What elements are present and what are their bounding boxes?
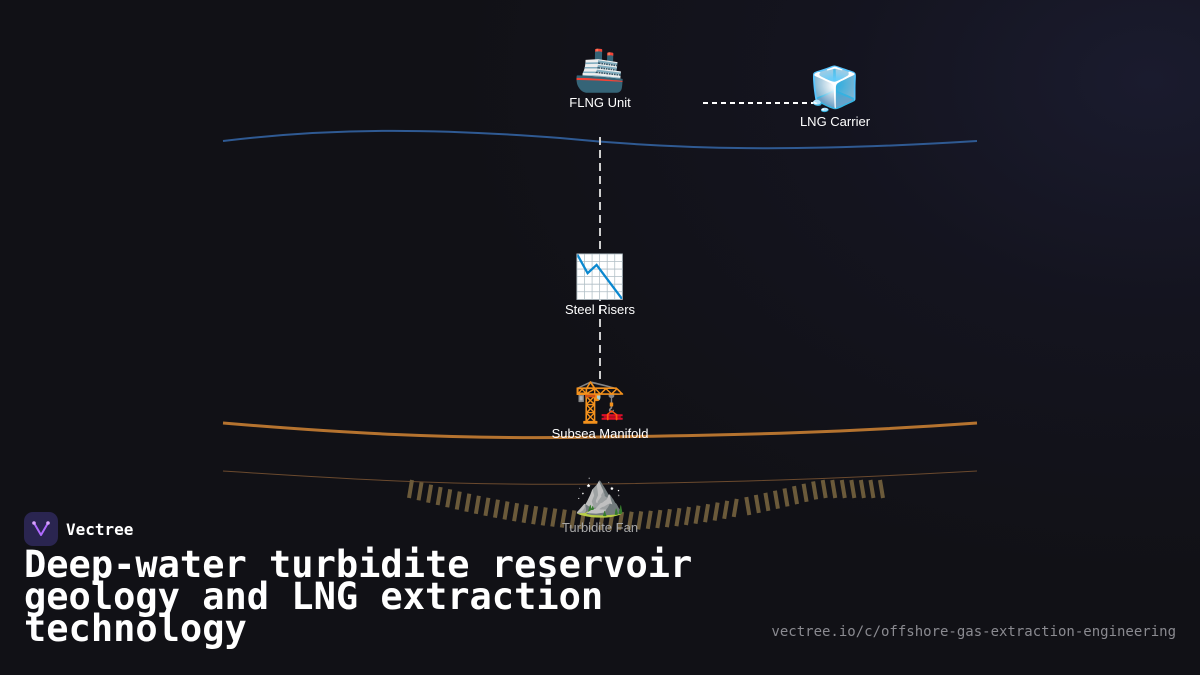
channel-stripe xyxy=(531,505,539,525)
channel-stripe xyxy=(820,479,828,499)
channel-stripe xyxy=(435,486,443,506)
channel-stripe xyxy=(693,505,701,524)
channel-stripe xyxy=(540,507,548,526)
source-url[interactable]: vectree.io/c/offshore-gas-extraction-eng… xyxy=(771,624,1176,640)
channel-stripe xyxy=(473,495,481,515)
channel-stripe xyxy=(674,507,682,527)
channel-stripe xyxy=(849,479,857,499)
channel-stripe xyxy=(502,501,510,520)
channel-stripe xyxy=(426,484,434,504)
vectree-logo-icon xyxy=(24,512,58,546)
seabed-line xyxy=(222,421,978,440)
channel-stripe xyxy=(607,511,615,531)
channel-stripe xyxy=(483,497,491,517)
channel-stripe xyxy=(626,511,634,531)
subsurface-horizon-line xyxy=(222,470,978,485)
node-label: LNG Carrier xyxy=(799,114,871,129)
channel-stripe xyxy=(664,508,672,528)
node-steel-risers[interactable]: 📉 Steel Risers xyxy=(530,252,670,318)
channel-stripe xyxy=(772,490,780,509)
channel-stripe xyxy=(868,479,876,499)
channel-stripe xyxy=(407,479,414,499)
channel-stripe xyxy=(445,488,453,508)
node-turbidite-fan[interactable]: ⛰️ Turbidite Fan xyxy=(530,470,670,536)
node-lng-carrier[interactable]: 🧊 LNG Carrier xyxy=(765,64,905,130)
channel-stripe xyxy=(684,506,691,526)
channel-stripe xyxy=(744,496,752,516)
channel-stripe xyxy=(598,511,605,531)
ice-cube-icon: 🧊 xyxy=(808,64,862,113)
chart-decreasing-icon: 📉 xyxy=(573,252,627,301)
channel-stripe xyxy=(588,511,596,530)
brand[interactable]: Vectree xyxy=(24,512,133,546)
channel-stripe xyxy=(878,479,885,499)
channel-stripe xyxy=(655,509,663,529)
channel-stripe xyxy=(617,511,625,531)
node-label: FLNG Unit xyxy=(569,95,631,110)
mountain-icon: ⛰️ xyxy=(573,470,627,519)
channel-stripe xyxy=(792,485,800,505)
channel-stripe xyxy=(512,502,520,522)
node-subsea-manifold[interactable]: 🏗️ Subsea Manifold xyxy=(530,376,670,442)
channel-stripe xyxy=(830,479,838,499)
brand-name: Vectree xyxy=(66,519,134,539)
node-label: Turbidite Fan xyxy=(561,520,639,535)
node-flng-unit[interactable]: 🚢 FLNG Unit xyxy=(530,45,670,111)
turbidite-channel-stripes xyxy=(407,479,885,531)
channel-stripe xyxy=(416,482,424,501)
channel-stripe xyxy=(550,508,558,527)
channel-stripe xyxy=(782,488,790,507)
node-label: Subsea Manifold xyxy=(551,426,649,441)
channel-stripe xyxy=(839,479,847,499)
channel-stripe xyxy=(492,499,500,519)
channel-stripe xyxy=(645,510,653,530)
channel-stripe xyxy=(753,494,761,514)
channel-stripe xyxy=(464,493,472,513)
crane-icon: 🏗️ xyxy=(573,376,627,425)
channel-stripe xyxy=(521,504,529,524)
channel-stripe xyxy=(731,498,739,518)
ship-icon: 🚢 xyxy=(573,45,627,94)
channel-stripe xyxy=(703,503,711,523)
channel-stripe xyxy=(801,483,809,503)
channel-stripe xyxy=(636,511,644,530)
channel-stripe xyxy=(722,500,730,520)
sea-surface-line xyxy=(222,129,978,150)
channel-stripe xyxy=(811,481,819,500)
channel-stripe xyxy=(559,509,567,528)
channel-stripe xyxy=(763,492,771,512)
channel-stripe xyxy=(712,502,720,521)
channel-stripe xyxy=(858,479,866,499)
channel-stripe xyxy=(578,510,586,530)
channel-stripe xyxy=(569,510,577,529)
node-label: Steel Risers xyxy=(564,302,636,317)
page-title: Deep-water turbidite reservoir geology a… xyxy=(24,543,693,650)
channel-stripe xyxy=(454,491,462,510)
